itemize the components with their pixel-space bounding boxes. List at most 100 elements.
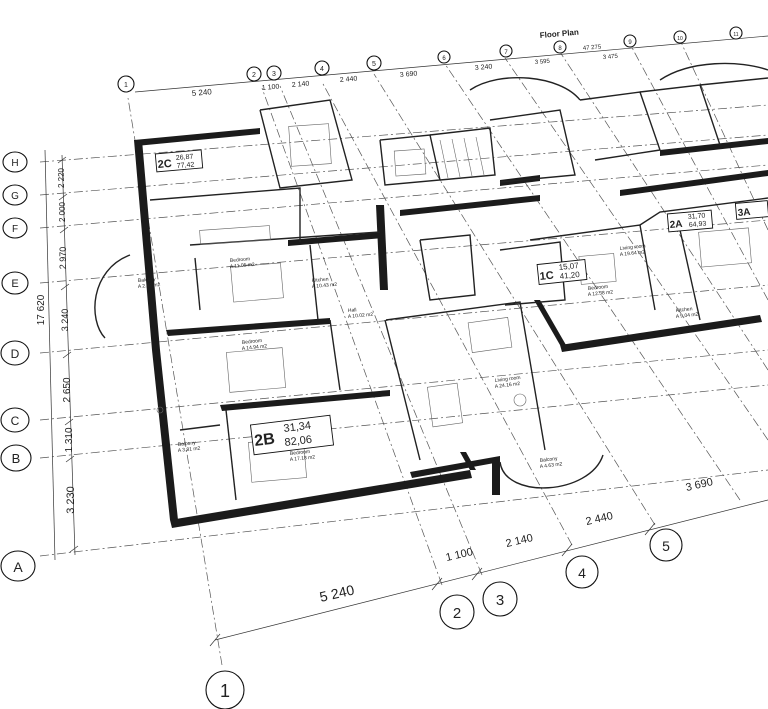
axis-label-1: 1 bbox=[220, 681, 230, 701]
dimension-lines bbox=[44, 35, 768, 647]
room-area: A 19.64 m2 bbox=[620, 249, 646, 258]
left-axis-label: D bbox=[11, 347, 20, 361]
room-name: Balcony bbox=[178, 440, 197, 448]
room-area: A 12.38 m2 bbox=[588, 289, 614, 298]
dim-label: 2 140 bbox=[505, 532, 535, 550]
drawing-title: Floor Plan bbox=[539, 28, 579, 40]
back-axis-label: 10 bbox=[677, 36, 683, 42]
unit-code: 2C bbox=[157, 158, 172, 171]
grid-axes bbox=[39, 39, 768, 666]
unit-area-2: 77,42 bbox=[177, 161, 195, 170]
dim-label: 5 240 bbox=[191, 87, 212, 98]
unit-code: 3A bbox=[737, 207, 751, 219]
room-area: A 14.94 m2 bbox=[242, 343, 268, 352]
room-area: A 10.43 m2 bbox=[312, 282, 338, 290]
left-axis-label: B bbox=[12, 451, 21, 466]
room-name: Balcony bbox=[540, 456, 559, 464]
room-area: A 9.04 m2 bbox=[676, 312, 699, 320]
room-name: Kitchen bbox=[676, 306, 693, 314]
dim-label: 2 000 bbox=[58, 201, 67, 222]
unit-area-1: 31,34 bbox=[283, 420, 312, 435]
back-axis-label: 3 bbox=[272, 71, 276, 78]
unit-tag-2C: 2C 26,87 77,42 bbox=[154, 149, 204, 173]
room-name: Bedroom bbox=[242, 338, 263, 346]
partitions bbox=[94, 62, 768, 501]
back-axis-label: 2 bbox=[252, 72, 256, 79]
back-axis-label: 8 bbox=[558, 46, 562, 52]
back-axis-label: 4 bbox=[320, 66, 324, 73]
axis-label-4: 4 bbox=[578, 565, 586, 581]
axis-bubble-2: 2 bbox=[439, 594, 475, 630]
unit-area-1: 31,70 bbox=[688, 212, 706, 221]
room-name: Living room bbox=[495, 375, 521, 384]
walls bbox=[134, 128, 768, 528]
axis-label-3: 3 bbox=[496, 592, 504, 609]
room-name: Bedroom bbox=[588, 284, 609, 292]
room-area: A 10.02 m2 bbox=[348, 312, 374, 320]
left-axis-label: A bbox=[13, 559, 23, 575]
unit-area-1: 15,07 bbox=[558, 261, 579, 272]
left-axis-label: C bbox=[11, 414, 20, 428]
dim-label: 3 240 bbox=[475, 63, 493, 72]
unit-code: 2B bbox=[253, 431, 275, 450]
dim-label: 3 230 bbox=[65, 486, 77, 514]
room-area: A 11.05 m2 bbox=[230, 262, 256, 270]
dim-label: 1 100 bbox=[262, 83, 280, 92]
room-area: A 4.63 m2 bbox=[540, 461, 563, 470]
room-name: Living room bbox=[620, 243, 646, 252]
room-name: Bedroom bbox=[230, 256, 251, 264]
dim-label: 2 140 bbox=[292, 80, 310, 89]
room-labels: Balcony A 3.81 m2 Bedroom A 14.94 m2 Bed… bbox=[138, 243, 699, 470]
dim-label: 5 240 bbox=[318, 581, 356, 605]
room-name: Balcony bbox=[138, 276, 157, 284]
left-axis-label: G bbox=[11, 191, 19, 202]
unit-code: 1C bbox=[539, 270, 554, 283]
dim-label: 2 970 bbox=[58, 247, 68, 270]
unit-tags: 2C 26,87 77,42 2B 31,34 82,06 1C 15,07 4… bbox=[154, 149, 768, 456]
dim-label: 3 240 bbox=[60, 309, 70, 332]
dim-label: 2 440 bbox=[340, 75, 358, 84]
dim-label: 2 220 bbox=[57, 167, 66, 188]
room-name: Bedroom bbox=[290, 449, 311, 457]
back-axis-markers: 1 2 3 4 5 6 7 8 9 10 11 bbox=[117, 26, 743, 93]
dim-label: 1 310 bbox=[64, 427, 75, 452]
dim-label: 47 275 bbox=[583, 44, 602, 52]
dim-label: 2 440 bbox=[585, 510, 615, 528]
room-area: A 2.32 m2 bbox=[138, 282, 161, 290]
unit-area-2: 82,06 bbox=[284, 434, 313, 449]
left-axis-label: F bbox=[12, 224, 18, 235]
axis-label-2: 2 bbox=[453, 605, 461, 622]
back-axis-label: 7 bbox=[504, 50, 508, 56]
front-axis-markers: 1 2 3 4 5 bbox=[205, 528, 683, 709]
axis-bubble-4: 4 bbox=[565, 555, 599, 589]
back-axis-label: 5 bbox=[372, 61, 376, 68]
axis-bubble-5: 5 bbox=[649, 528, 683, 562]
dim-label: 3 690 bbox=[685, 476, 715, 494]
left-dimensions: 2 220 2 000 2 970 3 240 2 650 1 310 3 23… bbox=[36, 167, 77, 513]
unit-code: 2A bbox=[669, 219, 683, 231]
dim-total: 17 620 bbox=[36, 294, 47, 325]
unit-area-2: 64,93 bbox=[689, 220, 707, 229]
unit-tag-3A: 3A bbox=[734, 200, 768, 220]
left-axis-label: E bbox=[11, 278, 18, 290]
room-area: A 24.16 m2 bbox=[495, 381, 521, 390]
unit-tag-2A: 2A 31,70 64,93 bbox=[666, 209, 714, 233]
room-name: Kitchen bbox=[312, 277, 329, 284]
furniture bbox=[156, 123, 752, 483]
unit-tag-1C: 1C 15,07 41,20 bbox=[536, 259, 588, 285]
back-axis-label: 11 bbox=[733, 32, 738, 38]
room-name: Hall bbox=[348, 307, 357, 314]
unit-tag-2B: 2B 31,34 82,06 bbox=[249, 414, 335, 456]
left-axis-label: H bbox=[11, 158, 18, 169]
dim-label: 3 475 bbox=[603, 54, 619, 61]
dim-label: 1 100 bbox=[445, 546, 475, 564]
left-axis-markers: H G F E D C B A bbox=[0, 151, 36, 582]
back-axis-label: 1 bbox=[124, 82, 128, 89]
dim-label: 3 595 bbox=[535, 59, 551, 66]
room-area: A 3.81 m2 bbox=[178, 446, 201, 454]
back-axis-label: 9 bbox=[628, 40, 632, 46]
dim-label: 3 690 bbox=[400, 70, 418, 79]
dim-label: 2 650 bbox=[62, 377, 73, 402]
room-area: A 17.18 m2 bbox=[290, 454, 316, 463]
